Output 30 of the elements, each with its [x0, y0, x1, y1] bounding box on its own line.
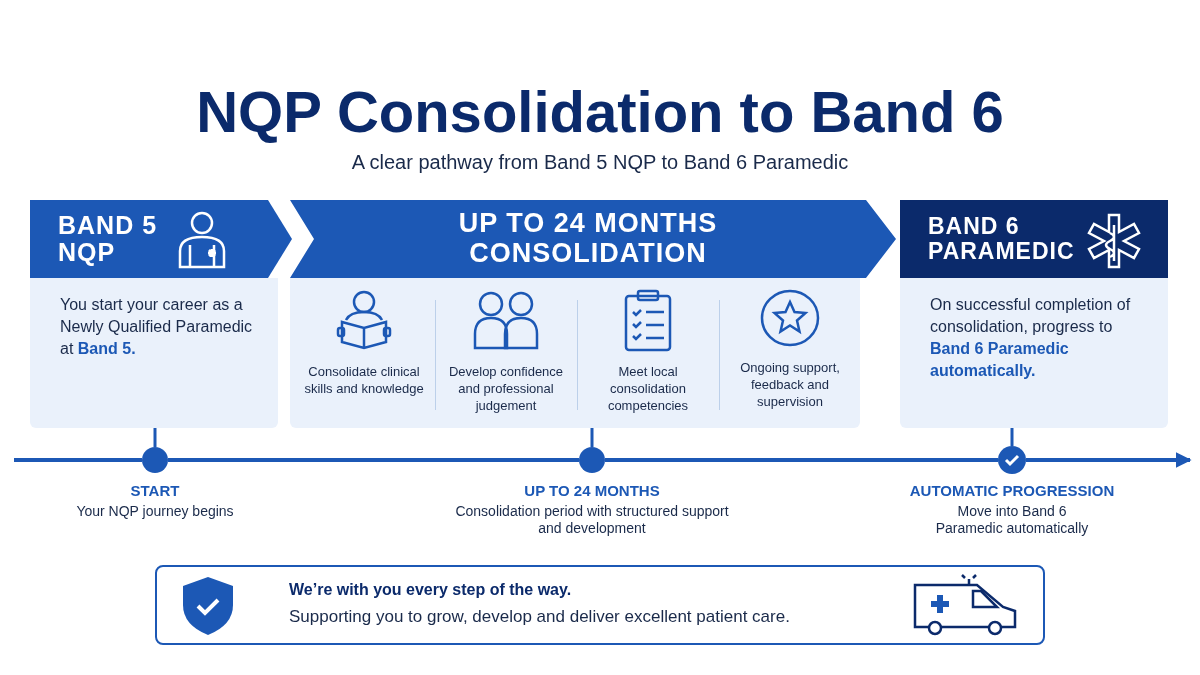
title: NQP Consolidation to Band 6 [195, 78, 1005, 145]
milestone-description: Your NQP journey begins [76, 502, 234, 521]
check-circle-icon [998, 446, 1026, 474]
stage-heading: UP TO 24 MONTHS CONSOLIDATION [457, 209, 719, 269]
stage-heading: BAND 6 PARAMEDIC [928, 213, 1076, 265]
milestone-title: UP TO 24 MONTHS [524, 482, 660, 501]
connector-line [1010, 428, 1014, 446]
milestone-description: Move into Band 6 Paramedic automatically [934, 502, 1090, 538]
milestone-title: AUTOMATIC PROGRESSION [909, 482, 1115, 501]
message-text: Supporting you to grow, develop and deliver excellent patient care. [289, 607, 790, 627]
connector-line [605, 458, 998, 462]
message-heading: We’re with you every step of the way. [289, 581, 572, 599]
item-caption: Consolidate clinical skills and knowledge [303, 364, 425, 398]
connector-line [14, 458, 142, 462]
timeline-dot [142, 447, 168, 473]
stage-description: On successful completion of consolidation, progress to Band 6 Paramedic automatically. [930, 295, 1132, 382]
connector-line [153, 428, 157, 447]
milestone-description: Consolidation period with structured support and development [454, 502, 730, 538]
item-caption: Ongoing support, feedback and supervision [739, 360, 841, 411]
stage-description: You start your career as a Newly Qualified Paramedic at Band 5. [60, 295, 254, 360]
milestone-title: START [130, 482, 180, 501]
message-panel [155, 565, 1045, 645]
stage-heading: BAND 5 NQP [58, 211, 159, 267]
connector-line [590, 428, 594, 447]
item-caption: Develop confidence and professional judgement [447, 364, 565, 415]
connector-line [168, 458, 579, 462]
timeline-dot [579, 447, 605, 473]
subtitle: A clear pathway from Band 5 NQP to Band 6 Paramedic [350, 150, 850, 175]
item-caption: Meet local consolidation competencies [606, 364, 690, 415]
timeline-arrow [1026, 452, 1192, 468]
